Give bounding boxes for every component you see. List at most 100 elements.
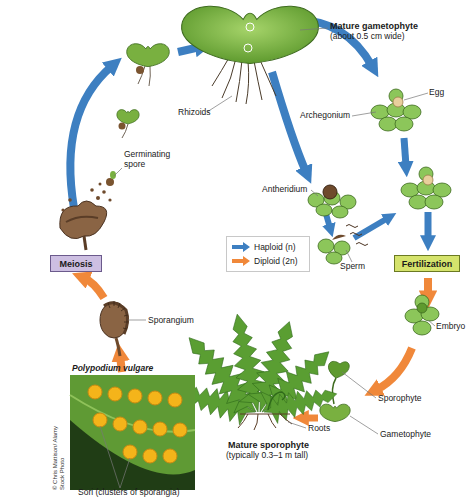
leader-line bbox=[352, 112, 376, 116]
archegonium-cells bbox=[425, 195, 443, 209]
leader-line bbox=[342, 372, 376, 398]
leader-line bbox=[100, 426, 120, 488]
sporangium bbox=[104, 303, 128, 334]
mature-sporophyte bbox=[254, 414, 258, 430]
structure-label: Sporophyte bbox=[378, 394, 421, 404]
diploid-arrow bbox=[304, 415, 318, 422]
antheridium-cells bbox=[332, 206, 348, 218]
stage-box: Fertilization bbox=[394, 255, 460, 272]
sporangium bbox=[108, 303, 110, 308]
antheridium-cells bbox=[318, 239, 334, 253]
mature-gametophyte bbox=[246, 23, 254, 31]
archegonium-cells bbox=[409, 195, 427, 209]
archegonium-cells bbox=[423, 175, 433, 185]
sori-photo bbox=[148, 391, 162, 405]
opened-sporangium bbox=[68, 198, 72, 202]
structure-label: Gametophyte bbox=[380, 430, 431, 440]
mature-sporophyte bbox=[268, 392, 285, 410]
mature-sporophyte bbox=[268, 414, 276, 428]
legend-swatch-frame bbox=[232, 242, 250, 252]
structure-label: Embryo bbox=[436, 322, 465, 332]
opened-sporangium bbox=[102, 190, 106, 194]
sori-photo bbox=[143, 449, 157, 463]
structure-label: (about 0.5 cm wide) bbox=[330, 32, 405, 42]
sori-photo bbox=[123, 445, 137, 459]
sori-photo bbox=[128, 389, 142, 403]
legend-label: Haploid (n) bbox=[254, 242, 296, 252]
haploid-arrow bbox=[425, 212, 432, 240]
opened-sporangium bbox=[84, 236, 86, 250]
structure-label: Sori (clusters of sporangia) bbox=[78, 488, 180, 498]
legend-swatch-frame bbox=[232, 256, 250, 266]
mature-gametophyte bbox=[222, 58, 236, 98]
antheridium-cells bbox=[316, 204, 332, 216]
mature-gametophyte bbox=[254, 61, 262, 100]
sporangium bbox=[124, 322, 128, 323]
opened-sporangium bbox=[96, 196, 100, 200]
diploid-arrow bbox=[84, 278, 428, 418]
mature-gametophyte bbox=[236, 60, 242, 102]
sporangium bbox=[123, 328, 127, 329]
leader-line bbox=[128, 320, 146, 321]
structure-label: Rhizoids bbox=[178, 108, 211, 118]
structure-label: Mature gametophyte bbox=[330, 21, 418, 31]
sori-photo bbox=[70, 375, 195, 490]
sori-photo bbox=[70, 375, 195, 490]
sori-photo bbox=[113, 417, 127, 431]
leader-line bbox=[288, 422, 306, 428]
archegonium-cells bbox=[393, 97, 403, 107]
sori-photo bbox=[88, 385, 102, 399]
sori-photo bbox=[168, 393, 182, 407]
photo-credit: © Chris Mattison/ Alamy Stock Photo bbox=[52, 420, 66, 490]
legend-row: Diploid (2n) bbox=[232, 254, 304, 268]
sporangium bbox=[100, 302, 128, 338]
archegonium-cells bbox=[379, 117, 397, 131]
sori-photo bbox=[133, 420, 147, 434]
antheridium-cells bbox=[323, 185, 337, 199]
leader-line bbox=[311, 190, 318, 196]
leader-line bbox=[300, 28, 328, 30]
legend-row: Haploid (n) bbox=[232, 240, 304, 254]
antheridium-cells bbox=[350, 233, 362, 236]
opened-sporangium bbox=[90, 188, 94, 192]
sori-photo bbox=[173, 423, 187, 437]
structure-label: (typically 0.3–1 m tall) bbox=[226, 451, 308, 461]
diploid-arrow bbox=[84, 278, 104, 298]
sori-photo bbox=[108, 387, 122, 401]
sori-photo bbox=[153, 422, 167, 436]
legend-arrow-swatch bbox=[232, 256, 250, 266]
leader-line bbox=[120, 458, 130, 488]
sori-photo bbox=[93, 413, 107, 427]
structure-label: Antheridium bbox=[262, 185, 307, 195]
sporangium bbox=[118, 303, 120, 308]
structure-label: Roots bbox=[308, 424, 330, 434]
structure-label: Mature sporophyte bbox=[228, 440, 309, 450]
legend-arrow-swatch bbox=[232, 242, 250, 252]
antheridium-cells bbox=[308, 185, 368, 264]
mature-gametophyte bbox=[246, 61, 249, 104]
leader-line bbox=[346, 250, 352, 262]
sori-photo bbox=[70, 375, 195, 474]
opened-sporangium bbox=[99, 183, 102, 186]
young-gametophyte bbox=[106, 178, 114, 186]
sporangium bbox=[100, 301, 128, 356]
young-sporophyte bbox=[332, 378, 336, 404]
young-gametophyte bbox=[136, 66, 144, 74]
leader-line bbox=[100, 28, 435, 488]
young-gametophyte bbox=[149, 66, 150, 86]
structure-label: Sperm bbox=[340, 262, 365, 272]
mature-gametophyte bbox=[260, 60, 276, 96]
young-gametophyte bbox=[119, 123, 126, 130]
leader-line bbox=[428, 320, 435, 326]
mature-gametophyte bbox=[244, 44, 252, 52]
sporangium bbox=[114, 301, 115, 306]
diploid-arrow bbox=[376, 348, 412, 390]
archegonium-cells bbox=[395, 117, 413, 131]
sori-photo bbox=[163, 449, 177, 463]
mature-gametophyte bbox=[182, 6, 319, 104]
antheridium-cells bbox=[356, 243, 368, 246]
opened-sporangium bbox=[60, 201, 107, 239]
mature-sporophyte bbox=[238, 414, 248, 428]
leader-line bbox=[114, 168, 122, 176]
